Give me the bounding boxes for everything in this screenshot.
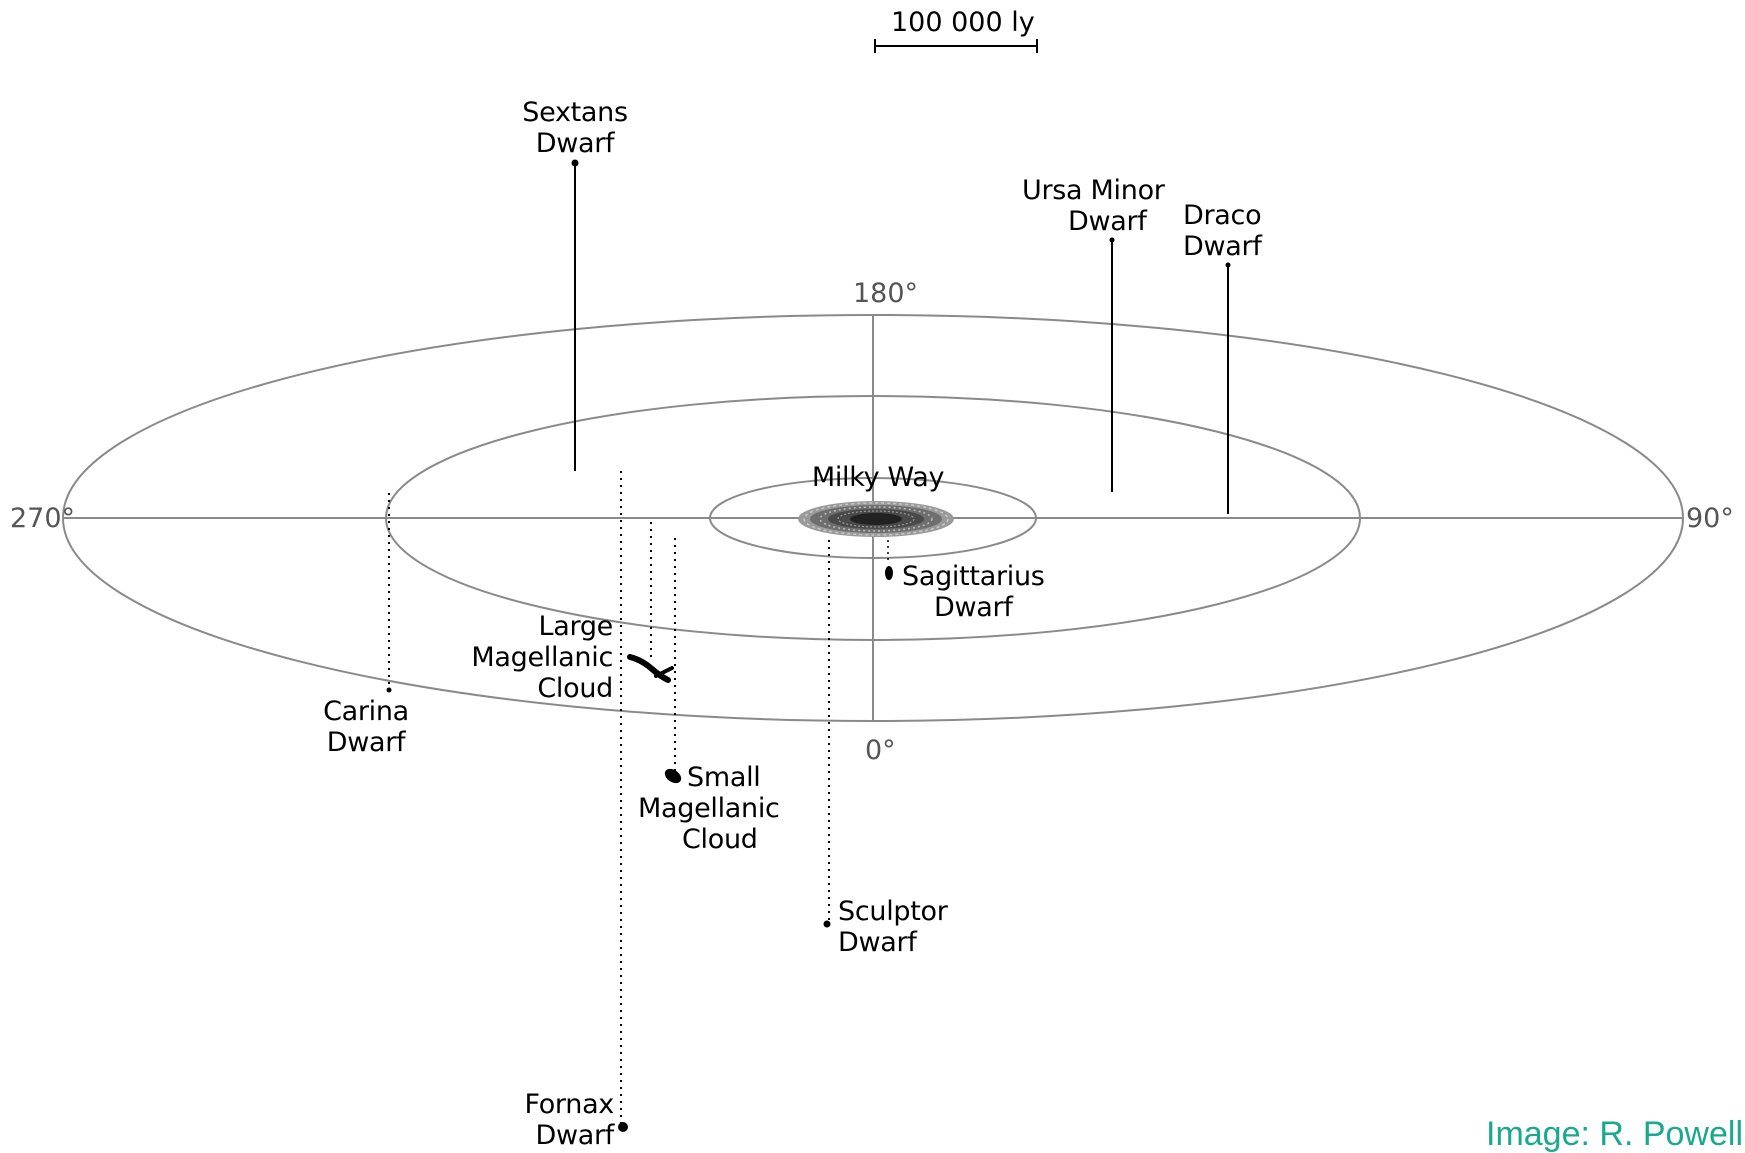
milky-way-disk: [798, 501, 954, 537]
label-large-magellanic-cloud: Large Magellanic Cloud: [471, 611, 613, 704]
fornax-marker: [618, 471, 628, 1132]
label-milky-way: Milky Way: [811, 462, 945, 493]
lmc-marker: [627, 522, 674, 683]
scale-bar-label: 100 000 ly: [891, 7, 1035, 38]
angle-label-270: 270°: [10, 503, 76, 534]
label-sagittarius: Sagittarius Dwarf: [902, 561, 1045, 623]
angle-label-90: 90°: [1686, 503, 1734, 534]
angle-label-0: 0°: [865, 735, 896, 766]
scale-bar: [874, 39, 1038, 53]
sculptor-marker: [823, 540, 831, 928]
ursa-minor-marker: [1109, 237, 1115, 492]
smc-marker: [664, 538, 682, 784]
label-draco: Draco Dwarf: [1183, 200, 1262, 262]
angle-label-180: 180°: [853, 278, 919, 309]
sextans-marker: [571, 159, 579, 471]
image-credit: Image: R. Powell: [1486, 1115, 1743, 1153]
carina-marker: [386, 493, 392, 693]
label-sextans: Sextans Dwarf: [522, 97, 628, 159]
label-ursa-minor: Ursa Minor Dwarf: [1022, 175, 1165, 237]
draco-marker: [1225, 262, 1231, 514]
label-small-magellanic-cloud: Small Magellanic Cloud: [638, 762, 780, 855]
label-fornax: Fornax Dwarf: [524, 1089, 614, 1151]
label-carina: Carina Dwarf: [323, 696, 409, 758]
label-sculptor: Sculptor Dwarf: [838, 896, 948, 958]
sagittarius-marker: [885, 540, 893, 580]
